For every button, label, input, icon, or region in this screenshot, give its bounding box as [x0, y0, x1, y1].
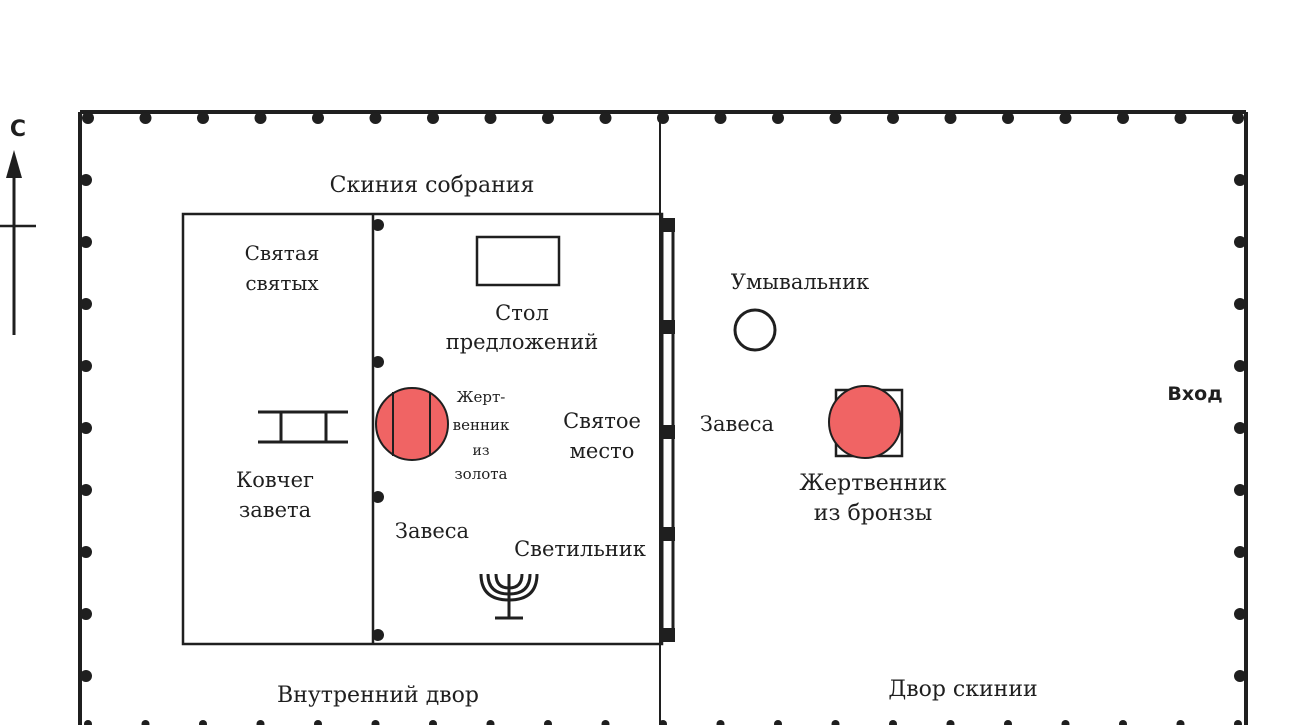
court-post	[484, 112, 497, 124]
court-post	[429, 720, 437, 725]
court-post	[657, 112, 669, 124]
court-post	[887, 112, 899, 124]
court-post	[1176, 720, 1185, 725]
court-post	[256, 720, 265, 725]
court-post	[371, 720, 380, 725]
court-post	[80, 546, 92, 558]
court-post	[80, 484, 92, 496]
court-post	[542, 112, 554, 124]
inner-veil-posts	[372, 219, 384, 641]
court-post	[1004, 720, 1012, 725]
court-post	[829, 112, 842, 124]
court-post	[82, 112, 94, 124]
court-post	[772, 112, 784, 124]
bronze-altar-label-line2: из бронзы	[814, 501, 932, 526]
tabernacle-building	[181, 212, 675, 646]
tabernacle-label: Скиния собрания	[330, 173, 535, 198]
gold-altar-label-line3: из	[473, 443, 490, 459]
court-post	[831, 720, 840, 725]
inner-veil-label: Завеса	[395, 519, 469, 543]
bronze-altar-icon	[828, 385, 904, 459]
court-post	[1232, 112, 1244, 124]
court-post	[486, 720, 495, 725]
court-post	[312, 112, 324, 124]
tabernacle-court-label: Двор скинии	[888, 677, 1037, 702]
ark-label-line1: Ковчег	[236, 468, 314, 492]
court-post	[1117, 112, 1129, 124]
court-post	[1234, 298, 1246, 310]
court-post	[254, 112, 267, 124]
court-post	[369, 112, 382, 124]
lampstand-label: Светильник	[514, 537, 646, 561]
court-post	[1174, 112, 1187, 124]
court-post	[774, 720, 782, 725]
court-post	[197, 112, 209, 124]
court-posts	[80, 112, 1246, 725]
court-post	[80, 174, 92, 186]
holy-place-label-line1: Святое	[563, 409, 641, 433]
court-post	[80, 236, 92, 248]
court-post	[1234, 608, 1246, 620]
court-post	[80, 608, 92, 620]
court-post	[80, 422, 92, 434]
court-post	[1234, 720, 1242, 725]
ark-label-line2: завета	[239, 498, 311, 522]
court-post	[1234, 236, 1246, 248]
court-post	[944, 112, 957, 124]
court-post	[1119, 720, 1127, 725]
laver-icon	[733, 308, 777, 352]
court-post	[1059, 112, 1072, 124]
court-post	[1234, 546, 1246, 558]
court-post	[199, 720, 207, 725]
court-post	[80, 670, 92, 682]
court-post	[141, 720, 150, 725]
compass: С	[0, 117, 36, 335]
holy-of-holies-label-line2: святых	[245, 271, 319, 295]
court-post	[1234, 422, 1246, 434]
gold-altar-label-line1: Жерт-	[457, 388, 506, 406]
entrance-screen-posts	[661, 218, 675, 642]
bronze-altar-label-line1: Жертвенник	[799, 471, 946, 496]
court-post	[601, 720, 610, 725]
court-post	[80, 360, 92, 372]
court-post	[889, 720, 897, 725]
table-label-line1: Стол	[495, 301, 549, 325]
court-post	[714, 112, 727, 124]
gold-altar-label-line4: золота	[454, 465, 507, 483]
gold-altar-label-line2: венник	[453, 416, 510, 434]
court-post	[80, 298, 92, 310]
court-post	[427, 112, 439, 124]
laver-label: Умывальник	[731, 270, 869, 294]
court-post	[1234, 174, 1246, 186]
outer-veil-label: Завеса	[700, 412, 774, 436]
court-post	[1234, 670, 1246, 682]
north-label: С	[10, 117, 26, 142]
holy-of-holies-label-line1: Святая	[245, 241, 320, 265]
court-post	[1234, 484, 1246, 496]
inner-court-label: Внутренний двор	[277, 683, 479, 708]
court-post	[1061, 720, 1070, 725]
showbread-table-icon	[475, 235, 561, 287]
table-label-line2: предложений	[446, 330, 599, 354]
holy-place-label-line2: место	[570, 439, 635, 463]
court-post	[84, 720, 92, 725]
north-arrow-icon	[6, 150, 22, 178]
court-post	[1234, 360, 1246, 372]
court-post	[946, 720, 955, 725]
golden-altar-icon	[375, 387, 449, 461]
court-post	[314, 720, 322, 725]
ark-icon	[258, 410, 348, 444]
court-post	[544, 720, 552, 725]
court-post	[716, 720, 725, 725]
court-post	[139, 112, 152, 124]
court-post	[1002, 112, 1014, 124]
lampstand-icon	[479, 573, 539, 620]
court-post	[659, 720, 667, 725]
court-post	[599, 112, 612, 124]
entrance-label: Вход	[1167, 383, 1222, 405]
